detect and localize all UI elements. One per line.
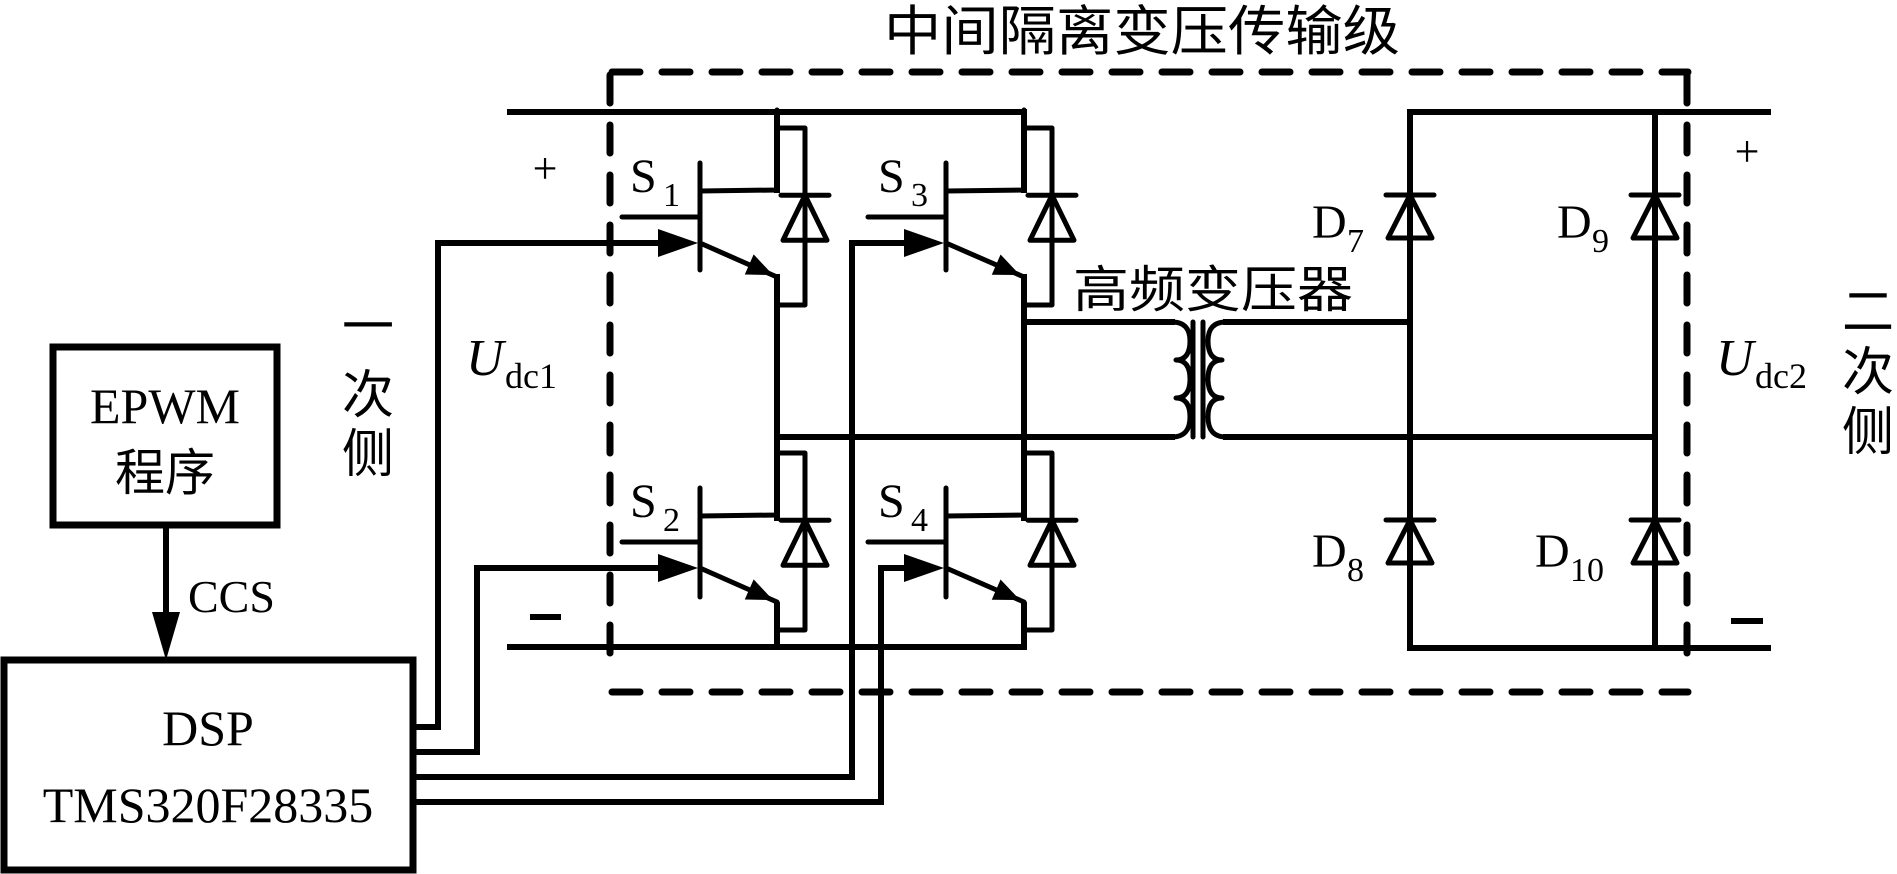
svg-text:二: 二 — [1842, 283, 1894, 343]
gate-wire-s2 — [410, 565, 663, 755]
switch-label-s1: S 1 — [630, 150, 680, 214]
diode-label-d8: D 8 — [1312, 525, 1364, 589]
igbt-s3 — [865, 107, 1079, 318]
diode-d10 — [1628, 517, 1682, 566]
svg-text:U: U — [1716, 330, 1757, 387]
freewheel-diode — [1025, 192, 1079, 243]
svg-text:dc1: dc1 — [505, 356, 557, 396]
gate-signal-arrow — [904, 554, 944, 582]
svg-text:S: S — [630, 475, 657, 528]
emitter-lead — [943, 565, 1027, 643]
igbt-s2 — [619, 432, 832, 643]
svg-text:侧: 侧 — [342, 425, 394, 485]
freewheel-diode — [778, 192, 832, 243]
gate-signal-arrow — [904, 229, 944, 257]
emitter-arrow — [744, 579, 773, 600]
program-label: 程序 — [115, 444, 215, 502]
switch-label-s2: S 2 — [630, 475, 680, 539]
emitter-arrow — [991, 579, 1020, 600]
igbt-switches — [619, 107, 1079, 643]
freewheel-diode-loop — [774, 125, 808, 308]
diode-label-d7: D 7 — [1312, 196, 1364, 260]
udc1-label: U dc1 — [466, 330, 557, 396]
gate-wire-s1 — [410, 240, 663, 730]
epwm-label: EPWM — [90, 378, 240, 434]
diode-label-d9: D 9 — [1557, 196, 1609, 260]
diode-d7 — [1383, 192, 1437, 241]
svg-text:9: 9 — [1592, 223, 1609, 260]
dsp-label: DSP — [162, 700, 254, 756]
emitter-arrow — [744, 254, 773, 275]
svg-text:次: 次 — [342, 366, 394, 426]
diode-d9 — [1628, 192, 1682, 241]
switch-label-s3: S 3 — [878, 150, 928, 214]
emitter-lead — [697, 565, 780, 643]
igbt-s4 — [865, 432, 1079, 643]
epwm-program-block: EPWM 程序 — [49, 343, 281, 529]
svg-text:U: U — [466, 330, 507, 387]
dsp-block: DSP TMS320F28335 — [0, 656, 417, 874]
svg-text:D: D — [1535, 525, 1570, 578]
gate-wire-s4 — [410, 565, 908, 805]
freewheel-diode-loop — [1021, 125, 1055, 308]
svg-text:D: D — [1312, 196, 1347, 249]
svg-text:7: 7 — [1347, 223, 1364, 260]
switch-label-s4: S 4 — [878, 475, 928, 539]
collector-lead — [697, 107, 780, 194]
freewheel-diode — [1025, 517, 1079, 568]
svg-text:次: 次 — [1842, 343, 1894, 403]
svg-text:S: S — [878, 150, 905, 203]
svg-text:10: 10 — [1570, 552, 1604, 589]
svg-text:D: D — [1557, 196, 1592, 249]
transformer-label: 高频变压器 — [1073, 261, 1353, 319]
stage-title: 中间隔离变压传输级 — [884, 0, 1400, 63]
diode-d8 — [1383, 517, 1437, 566]
dsp-model-label: TMS320F28335 — [43, 777, 374, 833]
primary-side-label: 一 次 侧 — [342, 298, 394, 485]
svg-text:1: 1 — [663, 177, 680, 214]
rectifier-diodes — [1383, 192, 1682, 566]
primary-winding — [1169, 319, 1193, 440]
igbt-s1 — [619, 107, 832, 318]
svg-text:2: 2 — [663, 502, 680, 539]
emitter-lead — [697, 240, 780, 318]
emitter-lead — [943, 240, 1027, 318]
ccs-label: CCS — [188, 571, 275, 622]
high-frequency-transformer: 高频变压器 — [1073, 261, 1353, 440]
svg-text:4: 4 — [911, 502, 928, 539]
freewheel-diode — [778, 517, 832, 568]
isolation-stage-boundary — [606, 68, 1692, 696]
freewheel-diode-loop — [774, 450, 808, 633]
svg-text:S: S — [878, 475, 905, 528]
gate-signal-arrow — [658, 229, 698, 257]
udc2-label: U dc2 — [1716, 330, 1807, 396]
diode-label-d10: D 10 — [1535, 525, 1604, 589]
primary-plus-sign: + — [533, 144, 558, 193]
gate-signal-arrow — [658, 554, 698, 582]
collector-lead — [697, 432, 780, 519]
svg-text:dc2: dc2 — [1755, 356, 1807, 396]
secondary-side-label: 二 次 侧 — [1842, 283, 1894, 463]
svg-text:S: S — [630, 150, 657, 203]
collector-lead — [943, 432, 1027, 519]
gate-control-wires — [410, 240, 908, 805]
freewheel-diode-loop — [1021, 450, 1055, 633]
svg-text:侧: 侧 — [1842, 403, 1894, 463]
svg-text:D: D — [1312, 525, 1347, 578]
collector-lead — [943, 107, 1027, 194]
ccs-link-arrow: CCS — [152, 525, 275, 660]
gate-wire-s3 — [410, 240, 908, 780]
secondary-winding — [1205, 319, 1229, 440]
svg-text:一: 一 — [342, 298, 394, 358]
secondary-plus-sign: + — [1735, 127, 1760, 176]
svg-text:3: 3 — [911, 177, 928, 214]
svg-text:8: 8 — [1347, 552, 1364, 589]
emitter-arrow — [991, 254, 1020, 275]
